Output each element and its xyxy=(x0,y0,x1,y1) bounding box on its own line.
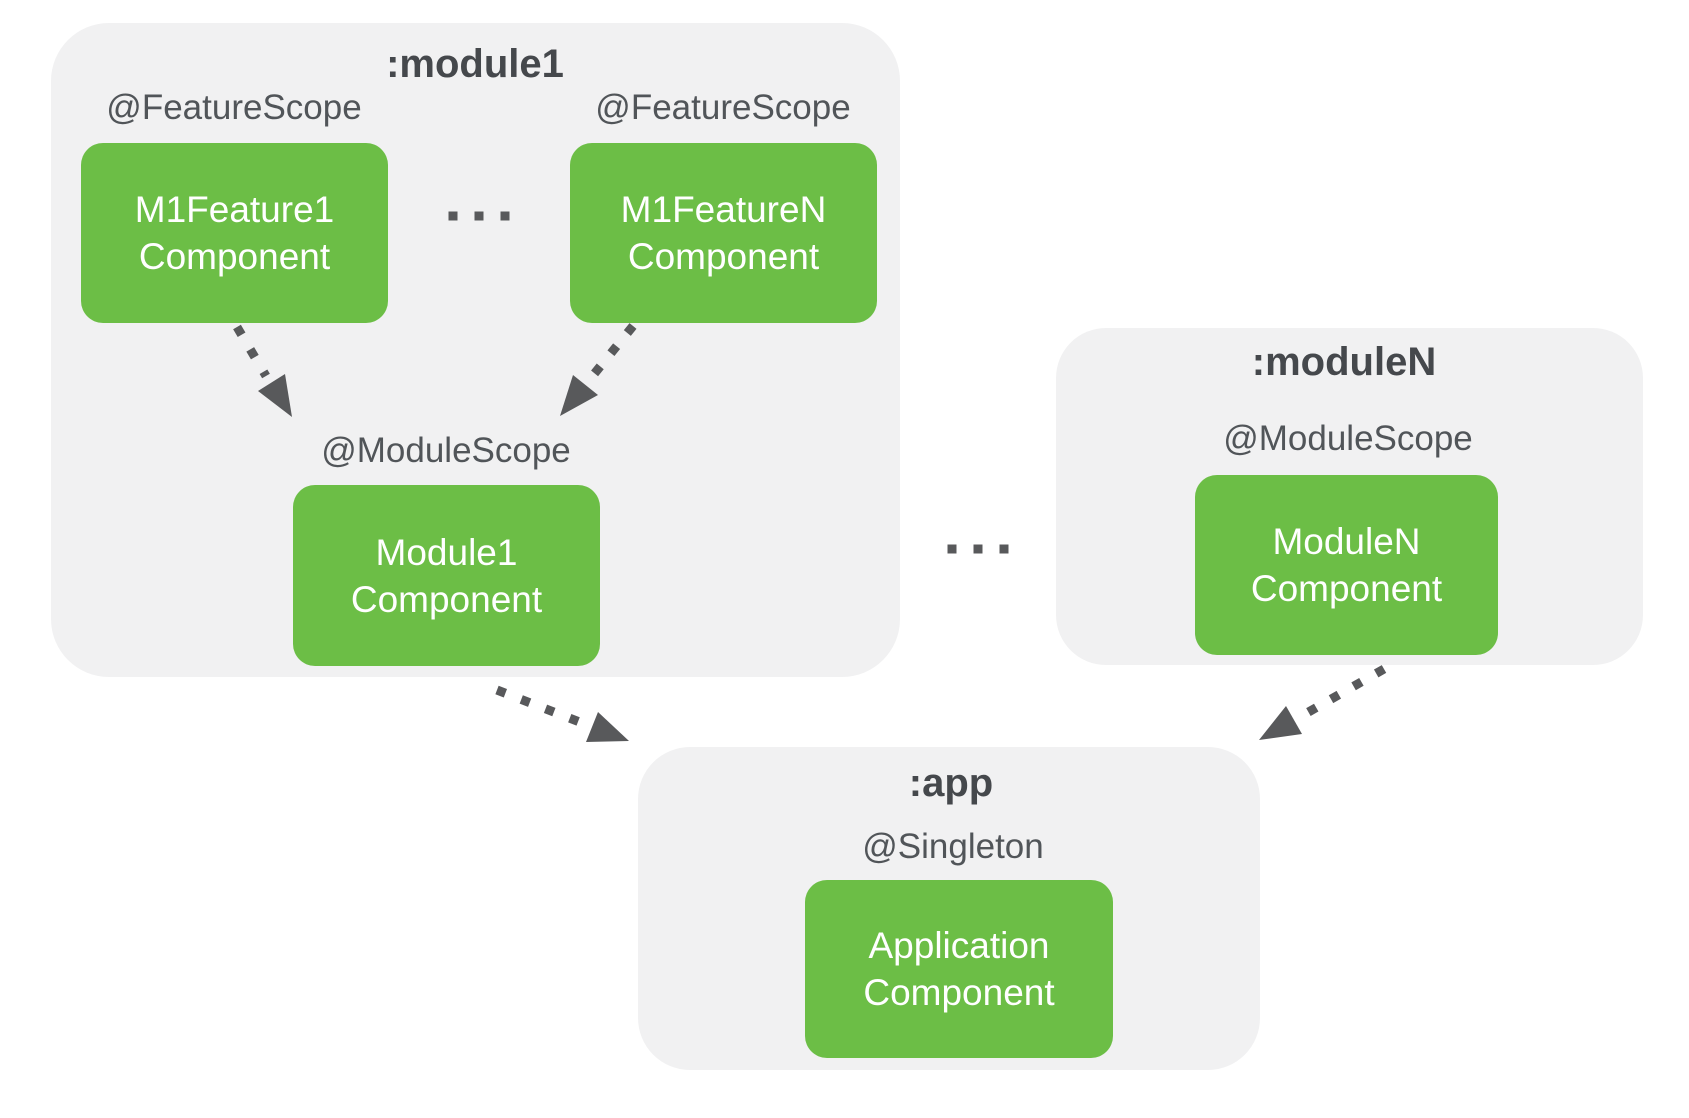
featureN-scope-label: @FeatureScope xyxy=(595,88,851,127)
singleton-scope-label: @Singleton xyxy=(862,827,1044,866)
feature1-scope-label: @FeatureScope xyxy=(106,88,362,127)
box-text-line2: Component xyxy=(627,236,820,277)
box-text-line1: Module1 xyxy=(375,531,518,573)
box-text-line1: M1Feature1 xyxy=(134,189,335,230)
moduleN-title: :moduleN xyxy=(1251,340,1437,384)
application-component-box: Application Component xyxy=(805,880,1113,1058)
module1-scope-label: @ModuleScope xyxy=(321,431,571,470)
box-text-line1: Application xyxy=(868,925,1050,966)
ellipsis-dot xyxy=(999,544,1009,554)
box-text-line2: Component xyxy=(138,236,331,277)
box-text-line1: ModuleN xyxy=(1272,521,1421,562)
moduleN-scope-label: @ModuleScope xyxy=(1223,419,1473,458)
modules-ellipsis xyxy=(947,544,1009,554)
ellipsis-dot xyxy=(947,544,957,554)
m1featureN-component-box: M1FeatureN Component xyxy=(570,143,877,323)
m1feature1-component-box: M1Feature1 Component xyxy=(81,143,388,323)
box-text-line2: Component xyxy=(1250,568,1443,609)
arrow-moduleN-component-to-app xyxy=(1259,665,1387,740)
box-text-line2: Component xyxy=(350,578,543,620)
module1-component-box: Module1 Component xyxy=(293,485,600,666)
ellipsis-dot xyxy=(500,211,510,221)
app-title: :app xyxy=(908,761,994,805)
features-ellipsis xyxy=(448,211,510,221)
arrow-module1-component-to-app xyxy=(495,685,629,742)
box-text-line2: Component xyxy=(863,972,1055,1013)
box-text-line1: M1FeatureN xyxy=(620,189,827,230)
module1-title: :module1 xyxy=(386,42,564,86)
ellipsis-dot xyxy=(973,544,983,554)
ellipsis-dot xyxy=(448,211,458,221)
ellipsis-dot xyxy=(474,211,484,221)
moduleN-component-box: ModuleN Component xyxy=(1195,475,1498,655)
